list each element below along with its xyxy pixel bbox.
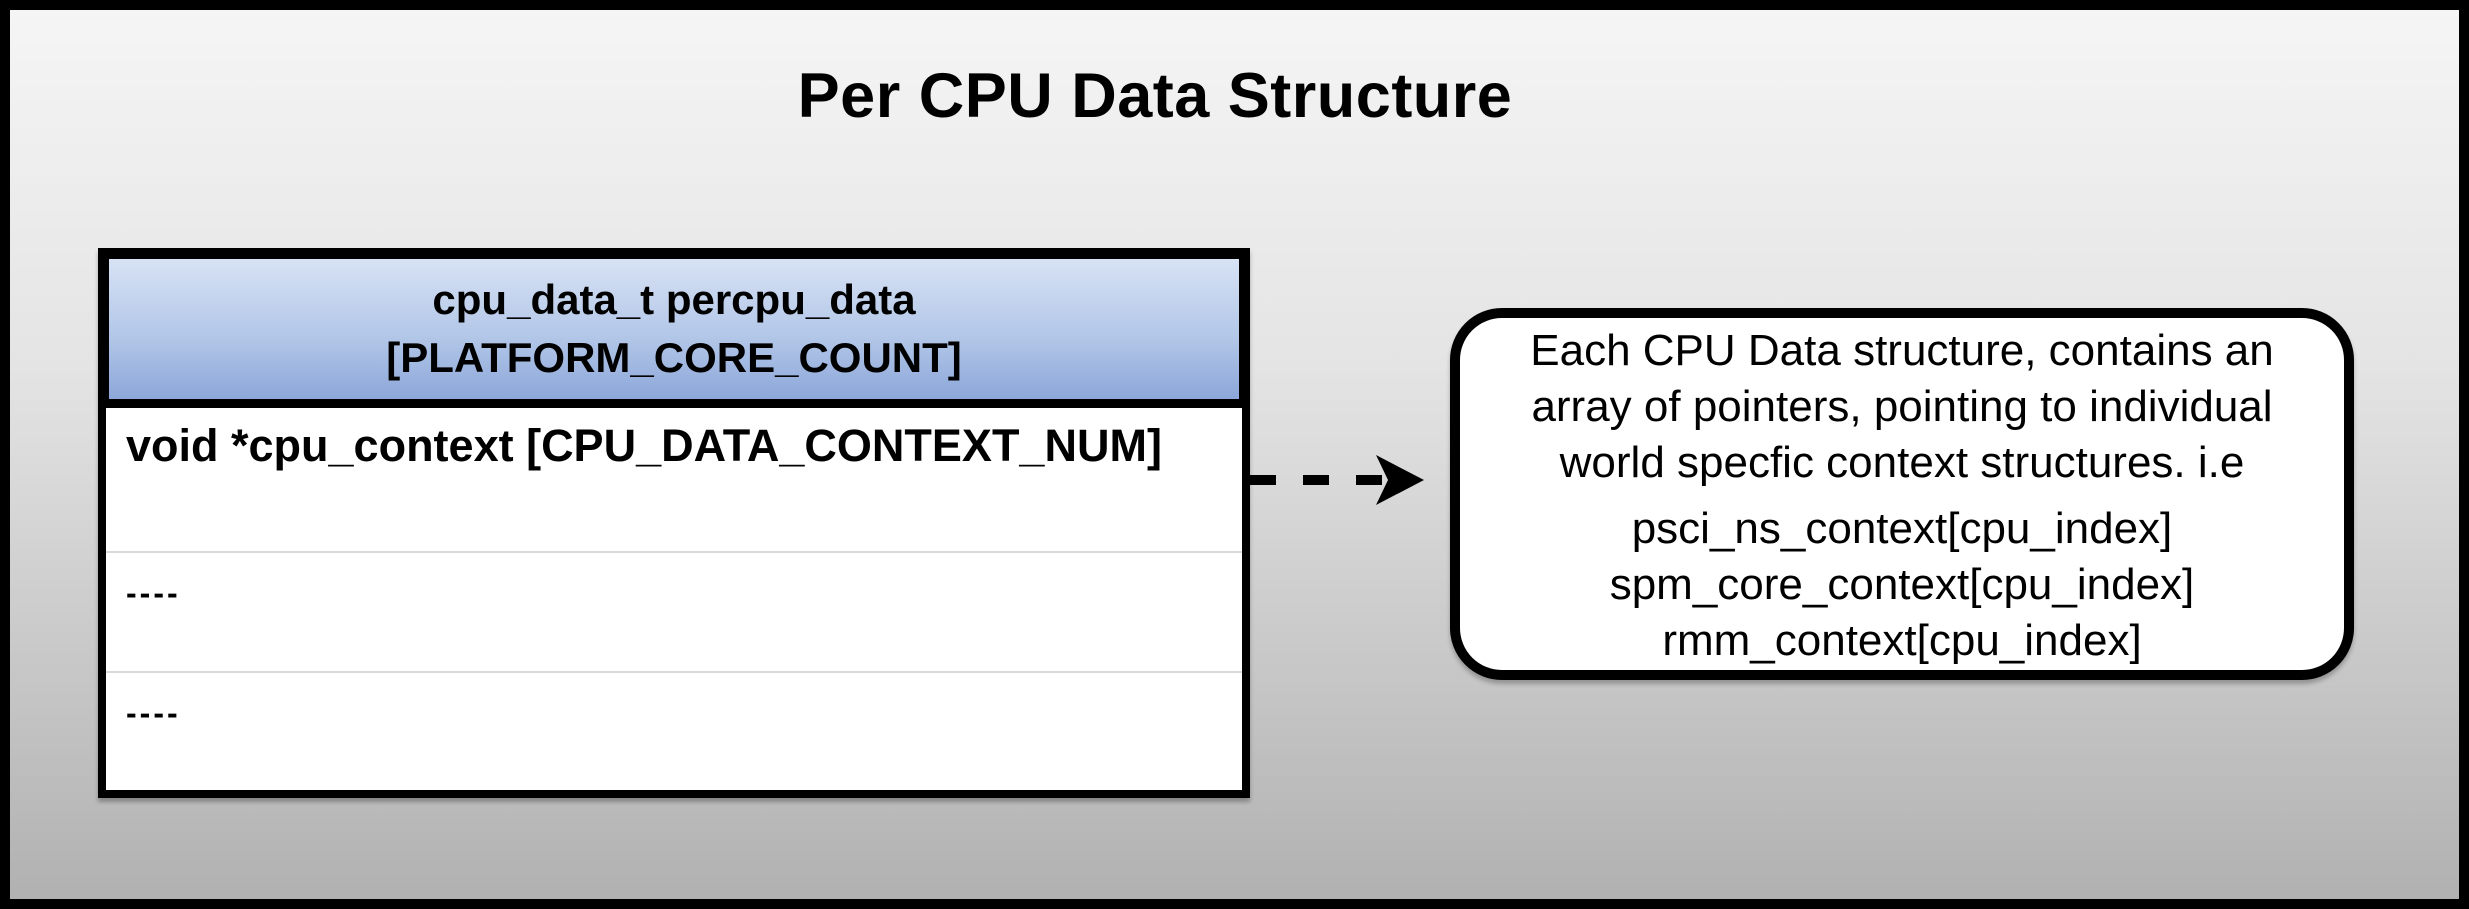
callout-line: world specfic context structures. i.e: [1559, 438, 2245, 487]
table-header-line1: cpu_data_t percpu_data: [432, 276, 916, 323]
dashed-arrow-connector: [1250, 455, 1424, 505]
table-row-placeholder-2: ----: [126, 695, 181, 731]
callout-line-psci-ns-context: psci_ns_context[cpu_index]: [1631, 504, 2173, 553]
callout-line: array of pointers, pointing to individua…: [1531, 382, 2273, 431]
table-header: cpu_data_t percpu_data [PLATFORM_CORE_CO…: [106, 256, 1242, 408]
table-row-placeholder-1: ----: [106, 553, 1242, 673]
page-title: Per CPU Data Structure: [797, 61, 1513, 131]
callout-line-spm-core-context: spm_core_context[cpu_index]: [1609, 560, 2195, 609]
arrow-right-icon: [1376, 455, 1424, 505]
table-header-line2: [PLATFORM_CORE_COUNT]: [386, 334, 962, 381]
callout-line-rmm-context: rmm_context[cpu_index]: [1662, 616, 2142, 665]
cpu-data-struct-table: cpu_data_t percpu_data [PLATFORM_CORE_CO…: [98, 248, 1250, 798]
callout-box: Each CPU Data structure, contains an arr…: [1450, 308, 2354, 680]
table-row-cpu-context: void *cpu_context [CPU_DATA_CONTEXT_NUM]: [106, 408, 1242, 553]
callout-line: Each CPU Data structure, contains an: [1530, 326, 2274, 375]
